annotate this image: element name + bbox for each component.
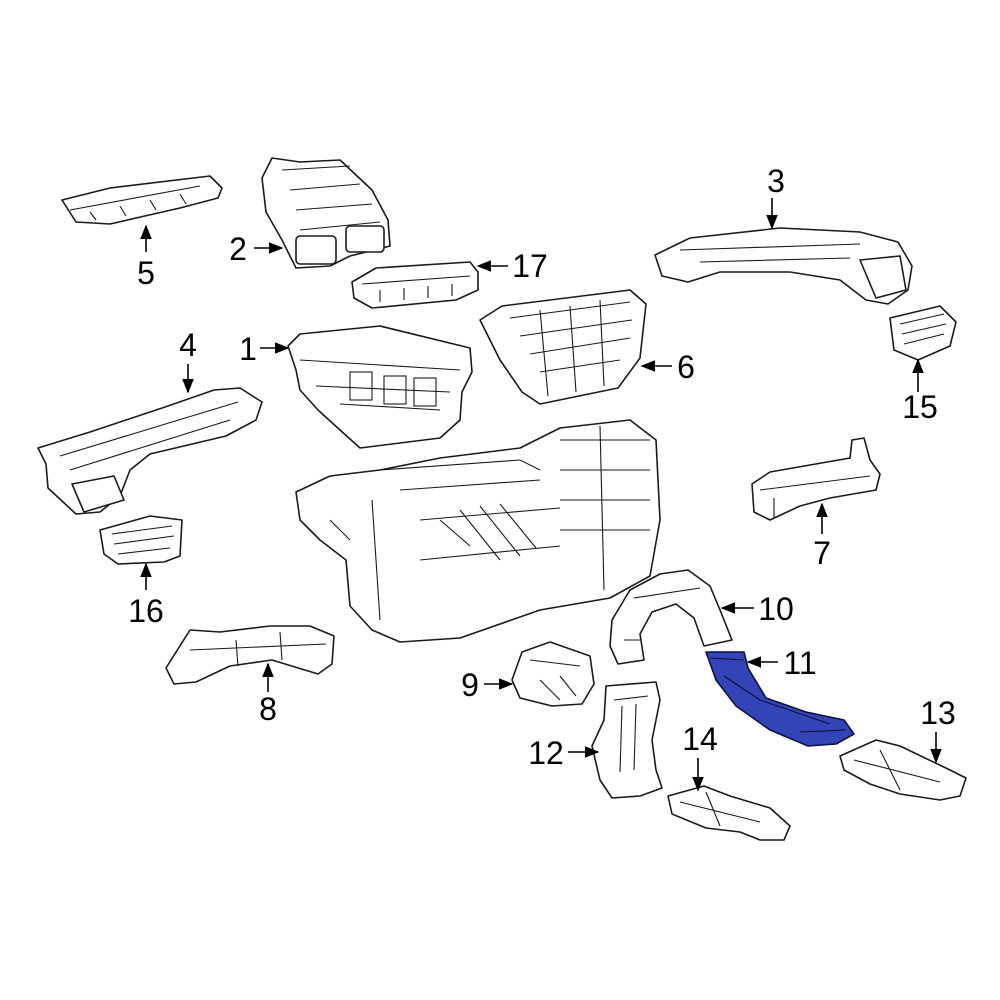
callout-11: 11 bbox=[783, 645, 816, 681]
part-4-duct[interactable] bbox=[37, 387, 263, 515]
callout-15: 15 bbox=[902, 389, 938, 425]
part-7-bracket[interactable] bbox=[751, 437, 881, 521]
callout-1: 1 bbox=[239, 331, 257, 367]
part-15-vent[interactable] bbox=[889, 305, 957, 361]
leader-arrows bbox=[140, 198, 942, 792]
callout-8: 8 bbox=[259, 691, 277, 727]
callout-12: 12 bbox=[528, 735, 564, 771]
callout-14: 14 bbox=[682, 721, 718, 757]
part-6-housing[interactable] bbox=[479, 289, 647, 405]
callout-16: 16 bbox=[128, 593, 164, 629]
callout-9: 9 bbox=[461, 667, 479, 703]
part-11-duct-highlighted[interactable] bbox=[705, 651, 855, 747]
part-16-vent[interactable] bbox=[99, 515, 183, 565]
callout-4: 4 bbox=[179, 327, 197, 363]
part-12-duct[interactable] bbox=[591, 681, 663, 799]
part-13-duct[interactable] bbox=[839, 739, 967, 801]
callout-6: 6 bbox=[677, 349, 695, 385]
part-1-case[interactable] bbox=[287, 325, 473, 449]
part-5-bracket[interactable] bbox=[61, 175, 223, 225]
callout-3: 3 bbox=[767, 163, 785, 199]
callout-17: 17 bbox=[512, 248, 548, 284]
part-3-duct[interactable] bbox=[654, 227, 913, 305]
callout-13: 13 bbox=[920, 695, 956, 731]
part-8-bracket[interactable] bbox=[165, 625, 335, 685]
part-9-actuator[interactable] bbox=[511, 641, 595, 707]
callout-10: 10 bbox=[758, 591, 794, 627]
part-17-module[interactable] bbox=[351, 261, 479, 309]
part-14-duct[interactable] bbox=[667, 785, 791, 841]
callout-7: 7 bbox=[813, 535, 831, 571]
part-2-duct[interactable] bbox=[261, 157, 391, 269]
hvac-main-unit bbox=[295, 419, 661, 643]
callout-5: 5 bbox=[137, 255, 155, 291]
part-10-duct[interactable] bbox=[609, 569, 733, 665]
callout-labels: 5 2 17 3 15 1 6 4 7 16 10 11 8 9 12 13 1… bbox=[128, 163, 956, 771]
callout-2: 2 bbox=[229, 231, 247, 267]
